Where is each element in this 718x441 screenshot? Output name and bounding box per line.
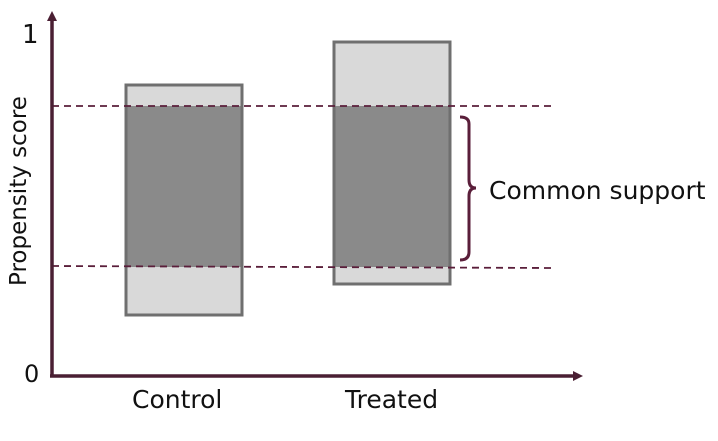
common-support-label: Common support	[489, 176, 706, 205]
y-axis-top-tick: 1	[22, 20, 39, 50]
control-common-support-region	[127, 106, 241, 267]
control-group-label: Control	[132, 385, 223, 414]
y-axis-bottom-tick: 0	[24, 360, 40, 388]
y-axis-label-wrap: Propensity score	[6, 90, 38, 290]
common-support-bracket	[459, 115, 477, 262]
treated-group-label: Treated	[345, 385, 439, 414]
y-axis-label: Propensity score	[6, 96, 32, 286]
treated-common-support-region	[335, 106, 449, 267]
